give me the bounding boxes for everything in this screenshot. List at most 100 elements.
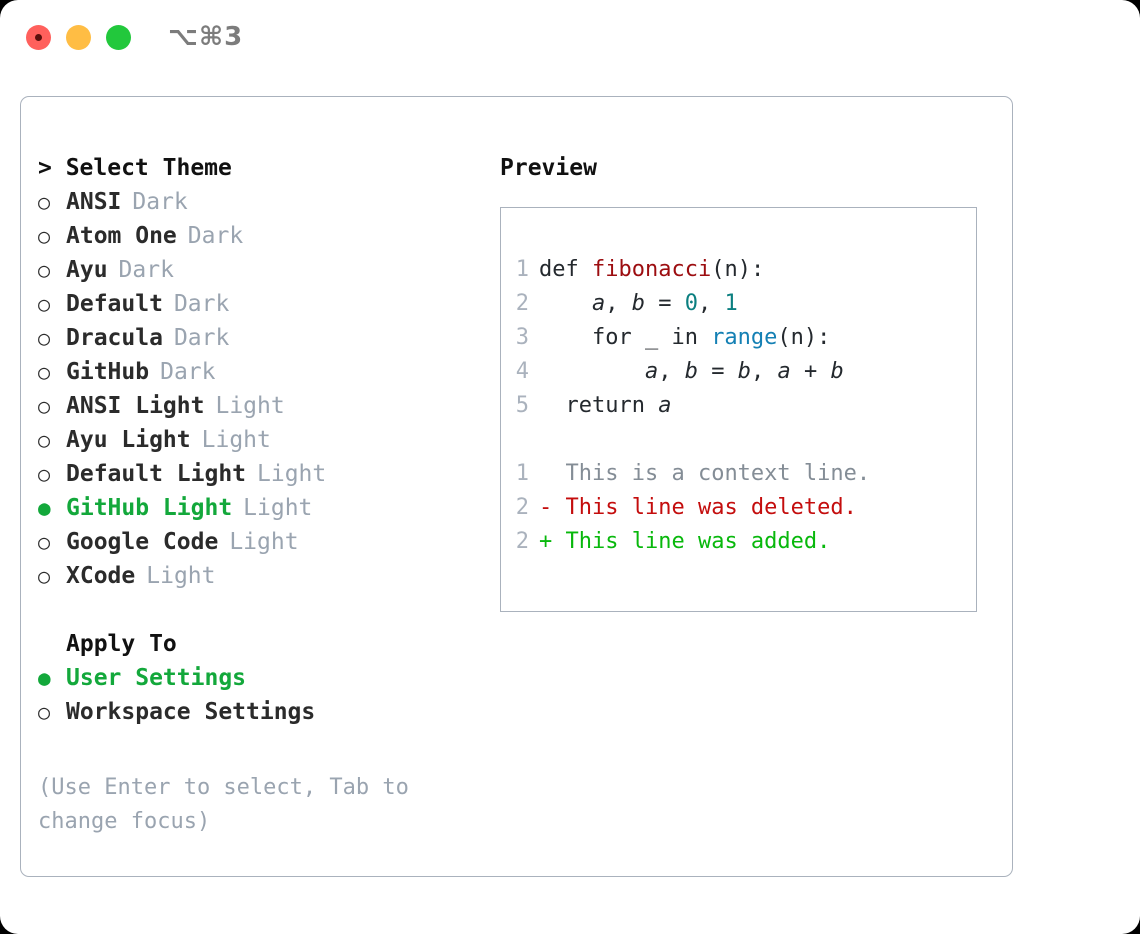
code-token-plain bbox=[539, 291, 592, 316]
code-token-var: a bbox=[658, 393, 672, 418]
code-line: 5 return a bbox=[501, 389, 976, 423]
diff-line-number: 2 bbox=[515, 495, 529, 520]
theme-option-google-code[interactable]: ○ Google Code Light bbox=[38, 525, 468, 559]
theme-option-name: GitHub Light bbox=[66, 495, 233, 521]
diff-line-number: 2 bbox=[515, 529, 529, 554]
theme-option-github-light[interactable]: ● GitHub Light Light bbox=[38, 491, 468, 525]
theme-option-ayu-light[interactable]: ○ Ayu Light Light bbox=[38, 423, 468, 457]
window-controls bbox=[26, 25, 131, 50]
select-theme-heading: > Select Theme bbox=[38, 155, 232, 181]
radio-selected-icon: ● bbox=[38, 666, 51, 690]
diff-marker bbox=[539, 457, 566, 491]
theme-option-name: XCode bbox=[66, 563, 136, 589]
diff-marker: + bbox=[539, 529, 566, 554]
diff-line-text: This line was added. bbox=[565, 529, 831, 554]
code-token-plain: , bbox=[605, 291, 632, 316]
minimize-button-icon[interactable] bbox=[66, 25, 91, 50]
diff-line-number: 1 bbox=[515, 461, 529, 486]
radio-unselected-icon: ○ bbox=[38, 292, 51, 316]
diff-line-text: This is a context line. bbox=[565, 461, 871, 486]
radio-unselected-icon: ○ bbox=[38, 258, 51, 282]
theme-option-variant: Light bbox=[146, 563, 216, 589]
code-diff-separator bbox=[501, 423, 976, 457]
apply-to-option-workspace-settings[interactable]: ○ Workspace Settings bbox=[38, 695, 468, 729]
code-token-var: b bbox=[684, 359, 698, 384]
code-line-number: 4 bbox=[515, 359, 529, 384]
keyboard-hint-text: (Use Enter to select, Tab to change focu… bbox=[38, 775, 409, 834]
code-token-plain: , bbox=[697, 291, 725, 316]
diff-line-deleted: 2- This line was deleted. bbox=[501, 491, 976, 525]
apply-to-option-user-settings[interactable]: ● User Settings bbox=[38, 661, 468, 695]
code-token-plain: , bbox=[750, 359, 778, 384]
radio-unselected-icon: ○ bbox=[38, 700, 51, 724]
code-line-content: def fibonacci(n): bbox=[539, 253, 764, 287]
diff-sample: 1 This is a context line.2- This line wa… bbox=[501, 457, 976, 559]
code-token-plain: return bbox=[539, 393, 659, 418]
code-line-content: a, b = 0, 1 bbox=[539, 287, 738, 321]
radio-unselected-icon: ○ bbox=[38, 224, 51, 248]
code-token-plain: , bbox=[658, 359, 685, 384]
title-bar: ⌥⌘3 bbox=[0, 0, 1140, 76]
theme-option-name: ANSI bbox=[66, 189, 122, 215]
apply-to-option-name: Workspace Settings bbox=[66, 699, 316, 725]
theme-option-variant: Dark bbox=[160, 359, 216, 385]
diff-line-context: 1 This is a context line. bbox=[501, 457, 976, 491]
radio-unselected-icon: ○ bbox=[38, 530, 51, 554]
theme-option-variant: Light bbox=[243, 495, 313, 521]
theme-option-name: Ayu bbox=[66, 257, 108, 283]
theme-option-name: Default bbox=[66, 291, 163, 317]
code-token-var: b bbox=[737, 359, 751, 384]
diff-line-added: 2 + This line was added. bbox=[501, 525, 976, 559]
radio-selected-icon: ● bbox=[38, 496, 51, 520]
code-line-content: for _ in range(n): bbox=[539, 321, 830, 355]
theme-option-name: ANSI Light bbox=[66, 393, 205, 419]
maximize-button-icon[interactable] bbox=[106, 25, 131, 50]
code-line-number: 5 bbox=[515, 393, 529, 418]
code-token-num: 0 bbox=[684, 291, 698, 316]
code-token-var: b bbox=[830, 359, 844, 384]
code-line-number: 3 bbox=[515, 325, 529, 350]
theme-option-name: GitHub bbox=[66, 359, 150, 385]
code-token-plain: + bbox=[790, 359, 831, 384]
theme-option-variant: Light bbox=[201, 427, 271, 453]
keyboard-shortcut-label: ⌥⌘3 bbox=[168, 22, 244, 52]
radio-unselected-icon: ○ bbox=[38, 428, 51, 452]
theme-option-name: Google Code bbox=[66, 529, 219, 555]
code-line-number: 2 bbox=[515, 291, 529, 316]
radio-unselected-icon: ○ bbox=[38, 360, 51, 384]
theme-option-name: Ayu Light bbox=[66, 427, 191, 453]
code-token-var: a bbox=[777, 359, 791, 384]
code-line-content: return a bbox=[539, 389, 671, 423]
apply-to-option-name: User Settings bbox=[66, 665, 247, 691]
code-token-plain: for _ in bbox=[539, 325, 712, 350]
theme-option-variant: Light bbox=[257, 461, 327, 487]
theme-option-variant: Light bbox=[229, 529, 299, 555]
code-token-num: 1 bbox=[724, 291, 738, 316]
theme-option-name: Atom One bbox=[66, 223, 177, 249]
code-token-plain: (n): bbox=[711, 257, 765, 282]
theme-option-github[interactable]: ○ GitHub Dark bbox=[38, 355, 468, 389]
code-token-plain: = bbox=[697, 359, 738, 384]
code-token-var: a bbox=[591, 291, 606, 316]
code-line: 2 a, b = 0, 1 bbox=[501, 287, 976, 321]
apply-to-list[interactable]: ● User Settings ○ Workspace Settings bbox=[38, 661, 468, 729]
code-token-plain bbox=[539, 359, 645, 384]
close-button-icon[interactable] bbox=[26, 25, 51, 50]
theme-option-variant: Dark bbox=[132, 189, 188, 215]
